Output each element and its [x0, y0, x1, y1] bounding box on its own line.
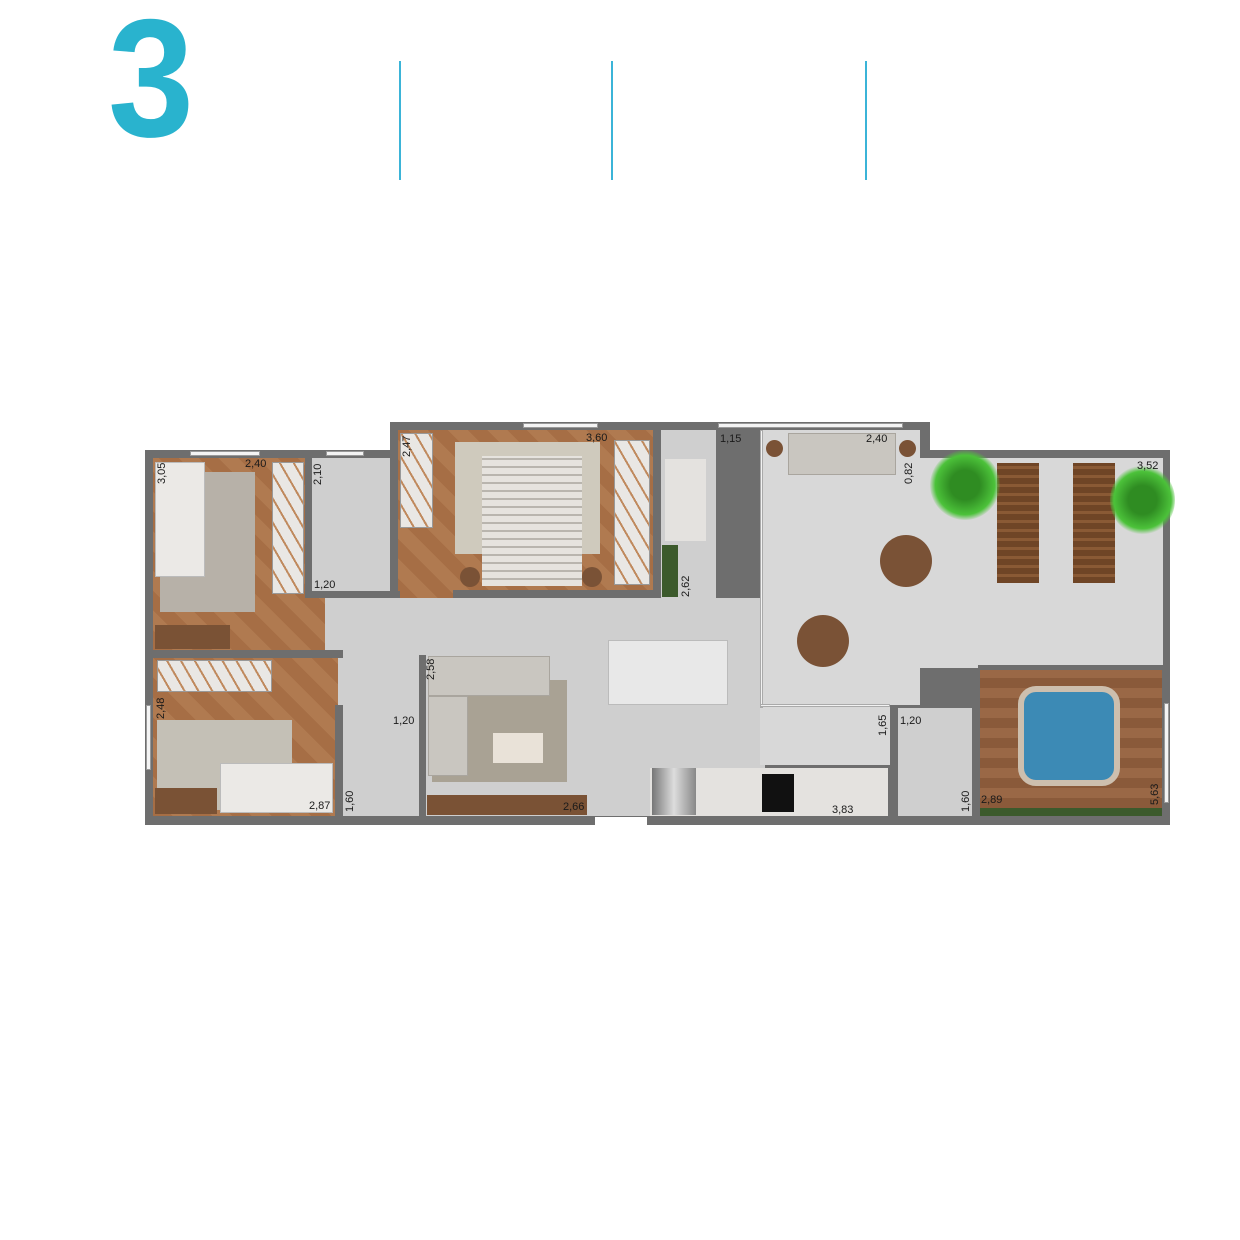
wall — [305, 458, 312, 598]
wall — [972, 668, 980, 816]
fridge — [652, 768, 696, 815]
wall — [335, 705, 343, 816]
dimension-label: 1,65 — [877, 714, 889, 736]
terrace-floor — [760, 705, 895, 765]
tv-rack — [427, 795, 587, 815]
sofa — [428, 696, 468, 776]
wall — [453, 590, 658, 598]
dining-table — [608, 640, 728, 705]
glass-partition — [760, 704, 890, 707]
closet — [157, 660, 272, 692]
dimension-label: 5,63 — [1149, 783, 1161, 805]
sun-lounger — [997, 463, 1039, 583]
nightstand — [460, 567, 480, 587]
garden-strip — [980, 808, 1162, 816]
round-table — [797, 615, 849, 667]
hot-tub — [1018, 686, 1120, 786]
dimension-label: 0,82 — [903, 462, 915, 484]
divider — [611, 61, 613, 180]
wall — [978, 665, 1163, 670]
wall — [153, 650, 343, 658]
window — [523, 423, 598, 428]
divider — [399, 61, 401, 180]
palm-plant — [930, 450, 1000, 520]
palm-plant — [1110, 465, 1175, 535]
side-table — [899, 440, 916, 457]
dimension-label: 2,40 — [866, 433, 888, 445]
desk — [155, 788, 217, 814]
dimension-label: 3,52 — [1137, 460, 1159, 472]
wall — [653, 430, 661, 598]
dimension-label: 1,20 — [314, 579, 336, 591]
dimension-label: 1,60 — [344, 790, 356, 812]
desk — [155, 625, 230, 649]
dimension-label: 2,89 — [981, 794, 1003, 806]
wall — [419, 655, 426, 816]
sun-lounger — [1073, 463, 1115, 583]
bedroom-count: 3 — [108, 0, 194, 172]
bath3-floor — [898, 708, 972, 816]
dimension-label: 1,15 — [720, 433, 742, 445]
dimension-label: 3,05 — [156, 462, 168, 484]
vertical-garden — [662, 545, 678, 597]
laundry-counter — [665, 459, 706, 541]
entrance-door — [595, 817, 647, 825]
window — [190, 451, 260, 456]
single-bed — [155, 462, 205, 577]
dimension-label: 2,87 — [309, 800, 331, 812]
dimension-label: 2,40 — [245, 458, 267, 470]
wall — [305, 591, 400, 598]
cooktop — [762, 774, 794, 812]
window — [146, 705, 151, 770]
closet — [400, 433, 433, 528]
terrace-sofa — [788, 433, 896, 475]
closet — [272, 462, 304, 594]
dimension-label: 2,10 — [312, 463, 324, 485]
window — [718, 423, 903, 428]
dimension-label: 2,47 — [401, 435, 413, 457]
dimension-label: 1,20 — [393, 715, 415, 727]
sofa — [428, 656, 550, 696]
dimension-label: 2,62 — [680, 575, 692, 597]
dimension-label: 2,58 — [425, 658, 437, 680]
coffee-table — [493, 733, 543, 763]
round-table — [880, 535, 932, 587]
divider — [865, 61, 867, 180]
dimension-label: 3,60 — [586, 432, 608, 444]
side-table — [766, 440, 783, 457]
glass-partition — [760, 430, 763, 708]
closet — [614, 440, 650, 585]
dimension-label: 3,83 — [832, 804, 854, 816]
window — [1164, 703, 1169, 803]
wall — [890, 705, 898, 816]
window — [326, 451, 364, 456]
bath1-floor — [312, 458, 390, 591]
nightstand — [582, 567, 602, 587]
double-bed — [482, 456, 582, 586]
dimension-label: 2,66 — [563, 801, 585, 813]
dimension-label: 2,48 — [155, 697, 167, 719]
bath2-floor — [343, 708, 419, 816]
single-bed — [220, 763, 333, 813]
dimension-label: 1,60 — [960, 790, 972, 812]
dimension-label: 1,20 — [900, 715, 922, 727]
